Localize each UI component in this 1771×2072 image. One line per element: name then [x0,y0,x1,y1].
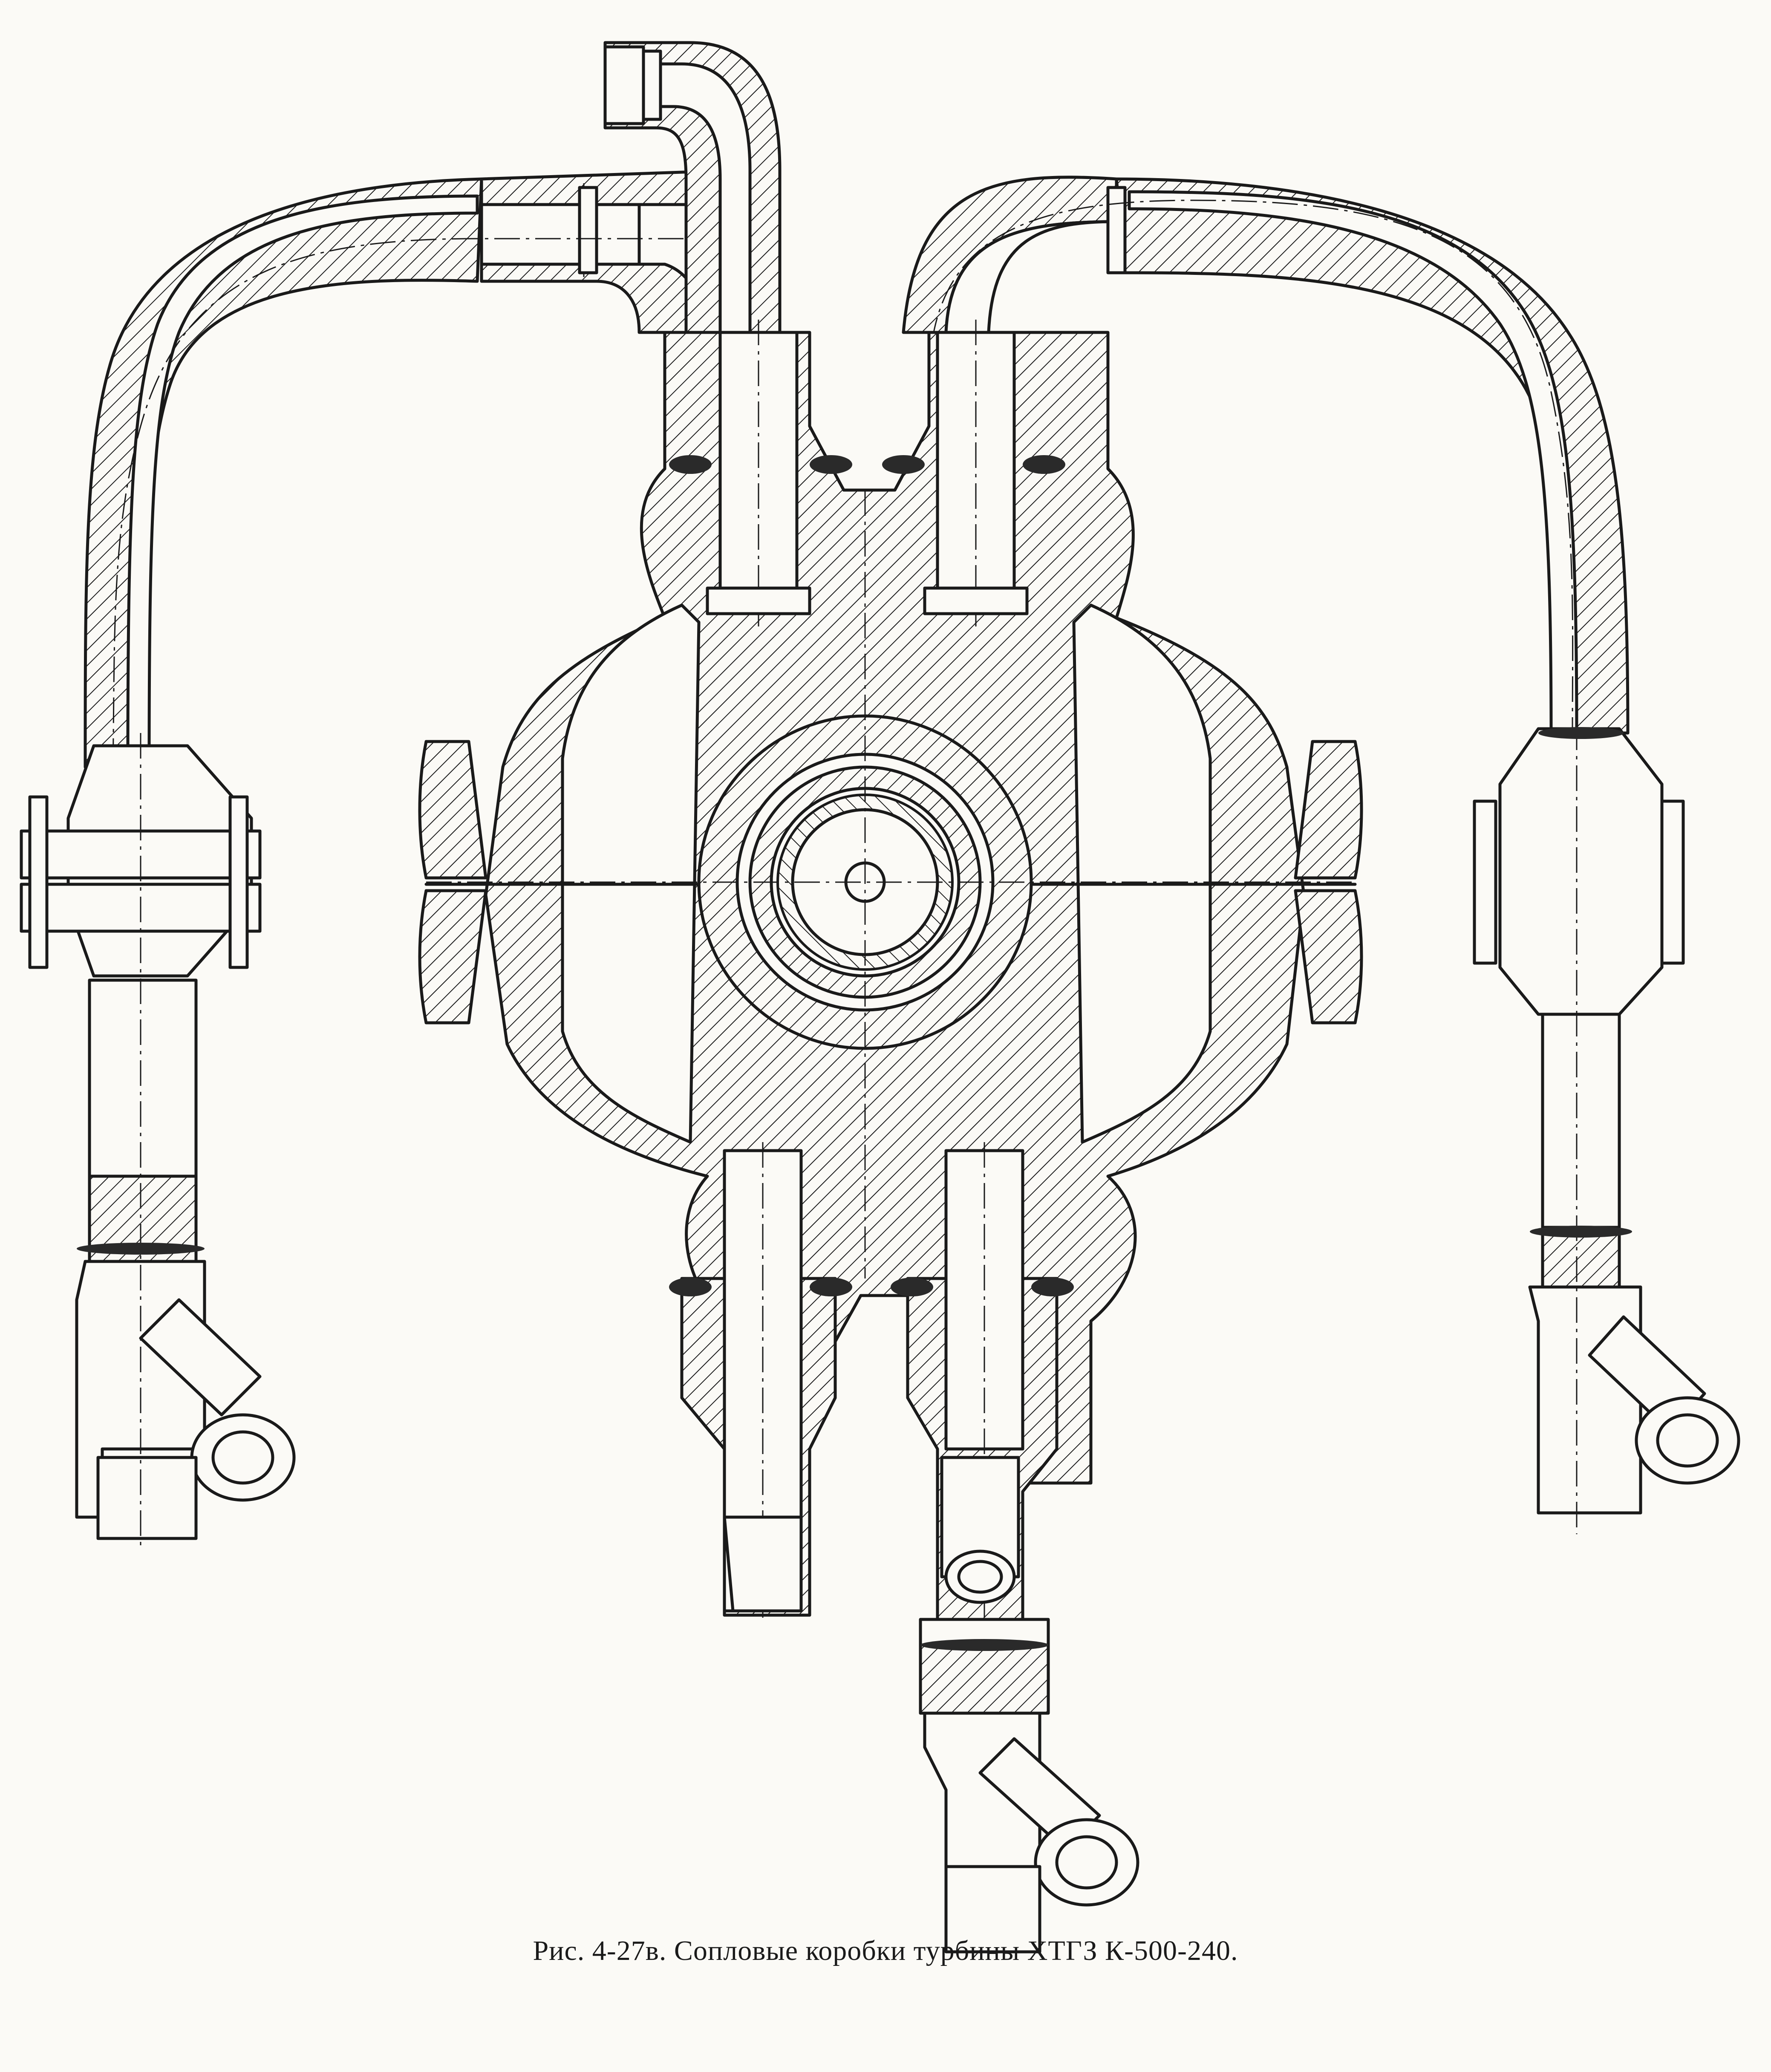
nozzle-box-drawing [20,41,1740,1954]
lower-outlet-tubes [680,1142,1139,1954]
figure-caption: Рис. 4-27в. Сопловые коробки турбины ХТГ… [533,1935,1238,1966]
upper-inlet-tubes [706,320,1029,626]
central-chamber [426,490,1355,1278]
right-steam-pipe [902,176,1630,735]
weld-marks [77,455,1632,1651]
left-flange-assembly [20,733,296,1551]
right-flange-assembly [1473,724,1740,1534]
top-inlet-elbow [603,41,782,334]
left-steam-pipe [84,169,735,769]
